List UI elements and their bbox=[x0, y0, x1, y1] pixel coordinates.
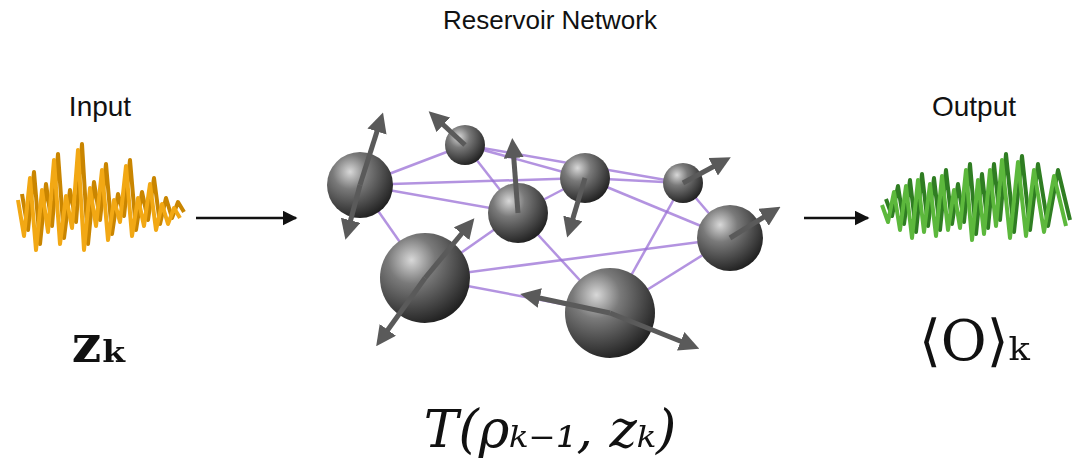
network-heading: Reservoir Network bbox=[443, 6, 657, 35]
output-label: Output bbox=[932, 92, 1016, 123]
node-group: Input zₖ bbox=[8, 92, 192, 372]
flow-arrow bbox=[196, 217, 296, 220]
spin-arrow bbox=[436, 118, 465, 145]
spin-arrow bbox=[730, 212, 772, 238]
spin-arrow bbox=[610, 313, 690, 345]
spin-arrow bbox=[348, 185, 360, 230]
spin-arrow bbox=[360, 122, 380, 185]
spin-arrow bbox=[425, 226, 468, 278]
input-symbol: zₖ bbox=[72, 315, 129, 372]
waveform-front bbox=[882, 160, 1066, 240]
link bbox=[425, 238, 730, 278]
spin-arrows bbox=[348, 118, 772, 345]
spin-spheres bbox=[327, 125, 763, 358]
spin-arrow bbox=[382, 278, 425, 338]
flow-arrow bbox=[804, 217, 868, 220]
spin-arrow bbox=[530, 296, 610, 313]
node-group: Output ⟨O⟩ₖ bbox=[872, 92, 1076, 372]
spin-arrow bbox=[683, 162, 722, 183]
input-label: Input bbox=[69, 92, 131, 123]
spin-arrow bbox=[513, 148, 518, 213]
output-symbol: ⟨O⟩ₖ bbox=[919, 310, 1029, 372]
spin-arrow bbox=[570, 178, 585, 228]
node-group: Reservoir NetworkT(ρₖ₋₁, zₖ) bbox=[300, 6, 800, 458]
output-waveform bbox=[882, 154, 1070, 240]
input-waveform bbox=[18, 144, 184, 250]
transfer-formula: T(ρₖ₋₁, zₖ) bbox=[424, 401, 677, 458]
link bbox=[360, 178, 585, 185]
waveform-front bbox=[18, 150, 180, 250]
